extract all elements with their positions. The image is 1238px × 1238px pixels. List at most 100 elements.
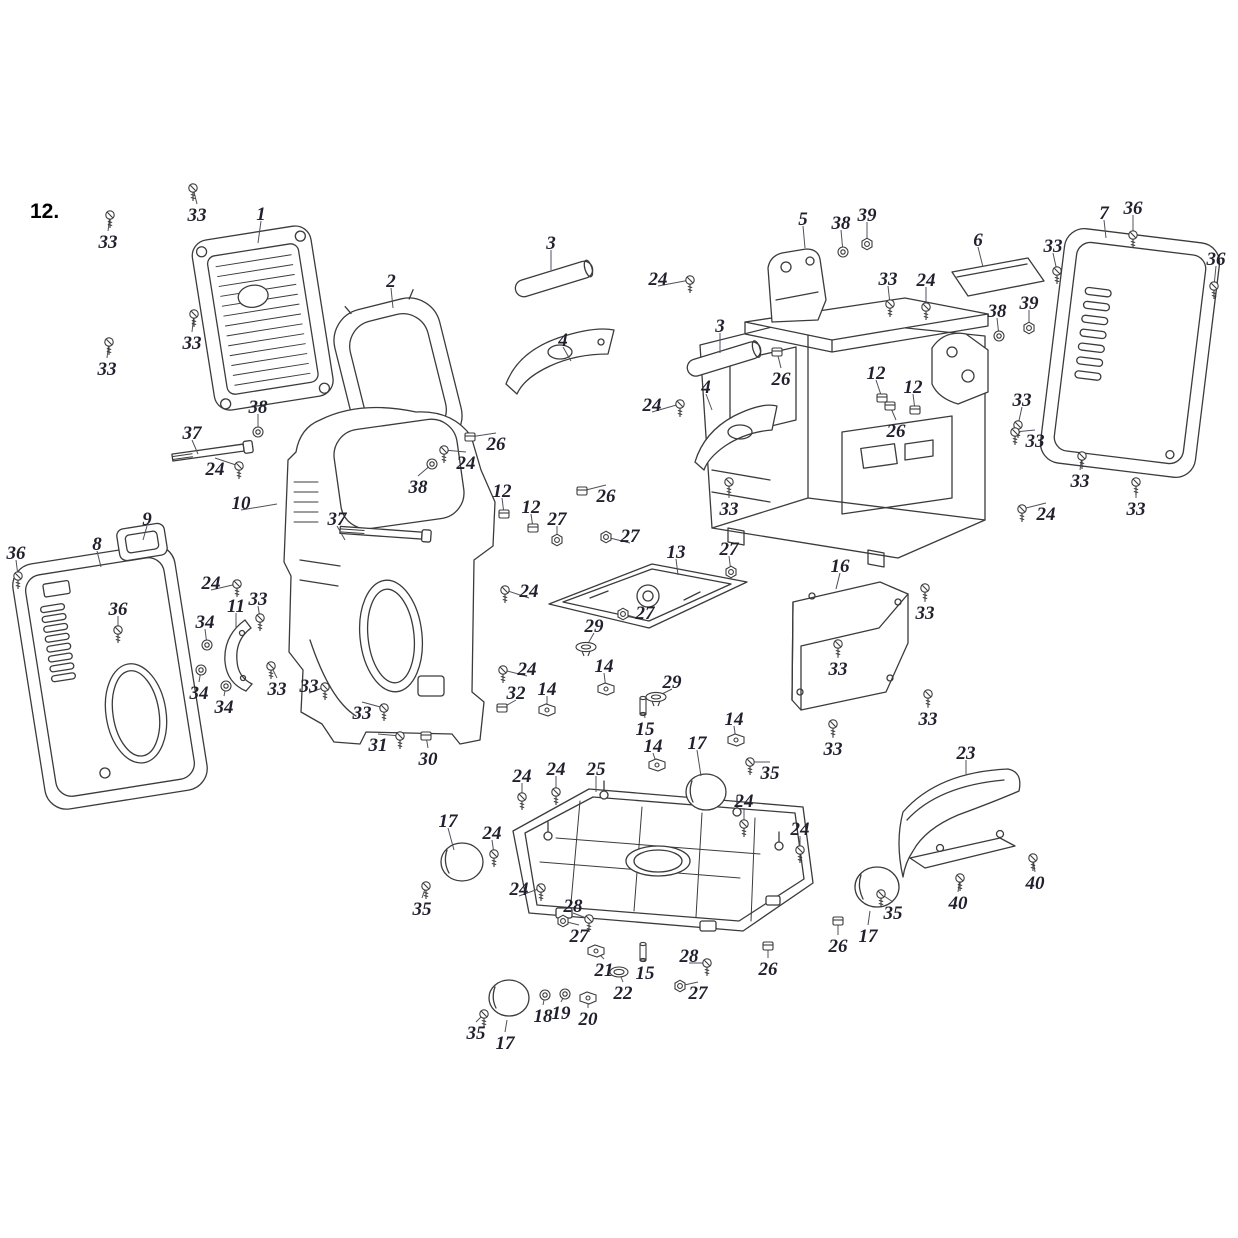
leader-line	[504, 1019, 508, 1033]
part-9-cap	[116, 522, 168, 562]
part-callout: 40	[1025, 873, 1046, 894]
part-callout: 24	[517, 659, 537, 680]
part-callout: 33	[352, 703, 372, 724]
part-callout: 36	[6, 543, 27, 564]
part-callout: 33	[267, 679, 287, 700]
part-callout: 33	[1043, 236, 1063, 257]
part-callout: 20	[578, 1009, 599, 1030]
part-callout: 21	[594, 960, 614, 981]
part-callout: 36	[1123, 198, 1144, 219]
leader-line	[191, 439, 199, 455]
clip-icon	[527, 523, 539, 533]
screw-icon	[1131, 477, 1141, 496]
part-4-handle-bracket	[505, 328, 615, 395]
part-callout: 22	[613, 983, 634, 1004]
clip-icon	[876, 393, 888, 403]
part-callout: 12	[522, 497, 542, 518]
part-callout: 38	[987, 301, 1008, 322]
leader-line	[675, 558, 679, 576]
part-callout: 34	[195, 612, 215, 633]
part-callout: 12	[904, 377, 924, 398]
clip-icon	[884, 401, 896, 411]
part-callout: 34	[214, 697, 234, 718]
washer-icon	[252, 426, 264, 438]
part-callout: 26	[486, 434, 507, 455]
part-callout: 33	[182, 333, 202, 354]
bracket-icon	[587, 944, 605, 958]
part-callout: 24	[734, 791, 754, 812]
part-callout: 13	[667, 542, 686, 563]
part-17-foot-pad	[854, 866, 900, 908]
screw-icon	[105, 210, 115, 229]
part-callout: 35	[883, 903, 904, 924]
part-callout: 1	[256, 204, 266, 225]
part-callout: 3	[714, 316, 725, 337]
part-23-corner-foot	[898, 768, 1021, 878]
screw-icon	[702, 958, 712, 977]
part-callout: 38	[408, 477, 429, 498]
screw-icon	[234, 461, 244, 480]
clip-icon	[496, 703, 508, 713]
washer-icon	[220, 680, 232, 692]
clip-icon	[498, 509, 510, 519]
leader-line	[142, 525, 148, 541]
part-callout: 14	[644, 736, 663, 757]
screw-icon	[189, 309, 199, 328]
part-17-foot-pad	[488, 979, 530, 1017]
part-callout: 26	[828, 936, 849, 957]
part-callout: 24	[642, 395, 662, 416]
part-callout: 33	[828, 659, 848, 680]
screw-icon	[920, 583, 930, 602]
part-callout: 37	[327, 509, 349, 530]
part-callout: 4	[700, 377, 711, 398]
part-callout: 16	[831, 556, 851, 577]
part-callout: 26	[596, 486, 617, 507]
nut-icon	[617, 607, 629, 621]
part-17-foot-pad	[685, 773, 727, 811]
part-callout: 27	[688, 983, 710, 1004]
part-callout: 26	[771, 369, 792, 390]
screw-icon	[517, 792, 527, 811]
part-callout: 15	[636, 963, 656, 984]
washer-icon	[195, 664, 207, 676]
screw-icon	[232, 579, 242, 598]
bracket-icon	[648, 758, 666, 772]
clip-icon	[576, 486, 588, 496]
screw-icon	[266, 661, 276, 680]
part-callout: 18	[534, 1006, 554, 1027]
washer-icon	[993, 330, 1005, 342]
part-callout: 32	[506, 683, 527, 704]
part-callout: 29	[662, 672, 683, 693]
part-callout: 30	[418, 749, 439, 770]
part-17-foot-pad	[440, 842, 484, 882]
part-callout: 27	[620, 526, 642, 547]
funnel-icon	[575, 641, 597, 657]
part-callout: 27	[635, 603, 657, 624]
part-callout: 8	[92, 534, 102, 555]
part-callout: 35	[466, 1023, 487, 1044]
part-8-left-side-panel	[12, 544, 208, 810]
part-7-right-side-panel	[1039, 228, 1221, 478]
part-callout: 33	[1025, 431, 1045, 452]
part-callout: 17	[439, 811, 460, 832]
part-callout: 35	[412, 899, 433, 920]
washer-icon	[837, 246, 849, 258]
screw-icon	[498, 665, 508, 684]
part-callout: 24	[916, 270, 936, 291]
part-callout: 14	[538, 679, 557, 700]
part-callout: 31	[368, 735, 388, 756]
funnel-icon	[645, 691, 667, 707]
screw-icon	[395, 731, 405, 750]
part-callout: 10	[232, 493, 252, 514]
clip-icon	[771, 347, 783, 357]
washer-icon	[539, 989, 551, 1001]
part-callout: 24	[512, 766, 532, 787]
part-25-base-tray	[512, 780, 814, 932]
part-callout: 24	[456, 453, 476, 474]
part-callout: 11	[227, 596, 245, 617]
bracket-icon	[579, 991, 597, 1005]
leader-line	[336, 525, 346, 541]
part-callout: 7	[1099, 203, 1110, 224]
